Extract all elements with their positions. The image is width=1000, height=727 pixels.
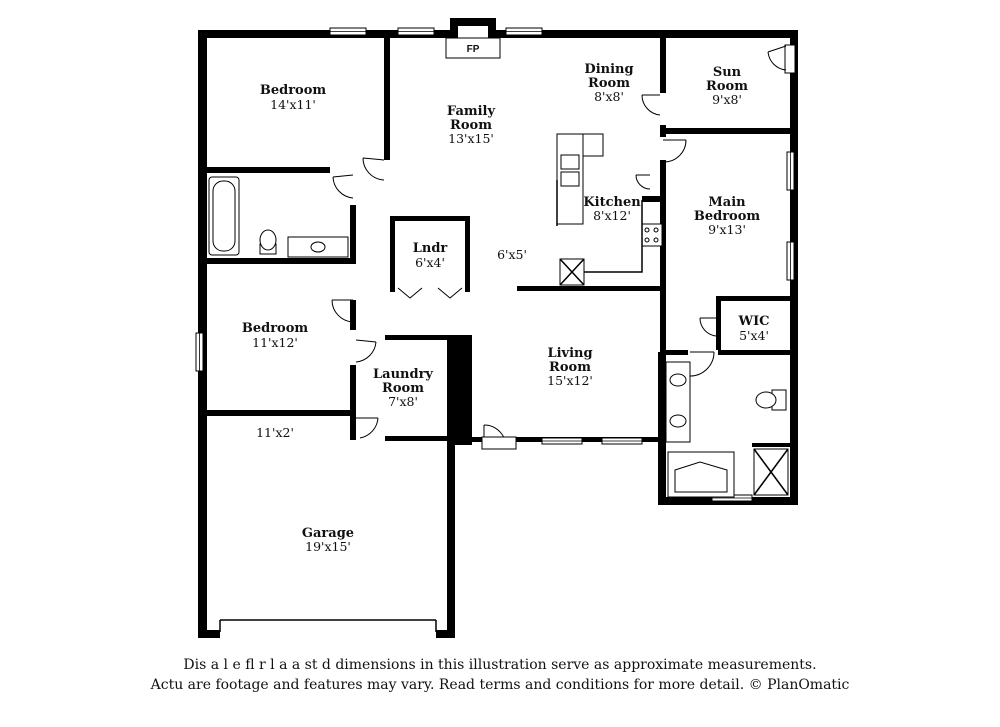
family-room-name-2: Room xyxy=(450,118,492,133)
room-labels: Bedroom 14'x11' Family Room 13'x15' Dini… xyxy=(242,62,770,554)
sun-room-name-1: Sun xyxy=(713,65,742,80)
main-bedroom-size: 9'x13' xyxy=(708,222,746,237)
bedroom-2-size: 11'x12' xyxy=(252,335,298,350)
windows xyxy=(195,27,795,502)
family-room-size: 13'x15' xyxy=(448,131,494,146)
kitchen-size: 8'x12' xyxy=(593,208,631,223)
dining-room-size: 8'x8' xyxy=(594,89,624,104)
lndr-name: Lndr xyxy=(413,241,448,256)
doors xyxy=(331,44,796,450)
fixtures xyxy=(208,133,789,632)
laundry-room-name-1: Laundry xyxy=(373,367,433,382)
living-room-name-2: Room xyxy=(549,360,591,375)
sun-room-name-2: Room xyxy=(706,79,748,94)
garage-size: 19'x15' xyxy=(305,539,351,554)
disclaimer-line-2: Actu are footage and features may vary. … xyxy=(150,677,850,693)
bedroom-1-size: 14'x11' xyxy=(270,97,316,112)
wic-size: 5'x4' xyxy=(739,328,769,343)
garage-name: Garage xyxy=(302,526,354,541)
fireplace: FP xyxy=(445,18,501,59)
bedroom-1-name: Bedroom xyxy=(260,83,327,98)
lndr-size: 6'x4' xyxy=(415,255,445,270)
hall-size: 6'x5' xyxy=(497,247,527,262)
bedroom-2-name: Bedroom xyxy=(242,321,309,336)
dining-room-name-1: Dining xyxy=(584,62,633,77)
laundry-room-size: 7'x8' xyxy=(388,394,418,409)
disclaimer-line-1: Dis a l e fl r l a a st d dimensions in … xyxy=(183,657,817,673)
fireplace-label: FP xyxy=(467,44,480,55)
living-room-size: 15'x12' xyxy=(547,373,593,388)
storage-size: 11'x2' xyxy=(256,425,294,440)
laundry-room-name-2: Room xyxy=(382,381,424,396)
wic-name: WIC xyxy=(737,314,769,329)
dining-room-name-2: Room xyxy=(588,76,630,91)
kitchen-name: Kitchen xyxy=(583,195,641,210)
family-room-name-1: Family xyxy=(447,104,496,119)
living-room-name-1: Living xyxy=(547,346,592,361)
sun-room-size: 9'x8' xyxy=(712,92,742,107)
main-bedroom-name-1: Main xyxy=(708,195,746,210)
main-bedroom-name-2: Bedroom xyxy=(694,209,761,224)
interior-walls xyxy=(207,38,790,447)
